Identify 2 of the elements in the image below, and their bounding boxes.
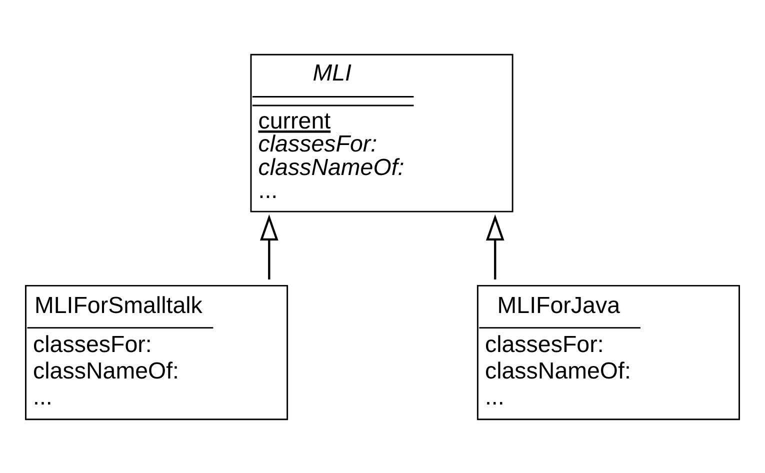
arrow — [260, 214, 278, 279]
arrow — [486, 214, 504, 279]
